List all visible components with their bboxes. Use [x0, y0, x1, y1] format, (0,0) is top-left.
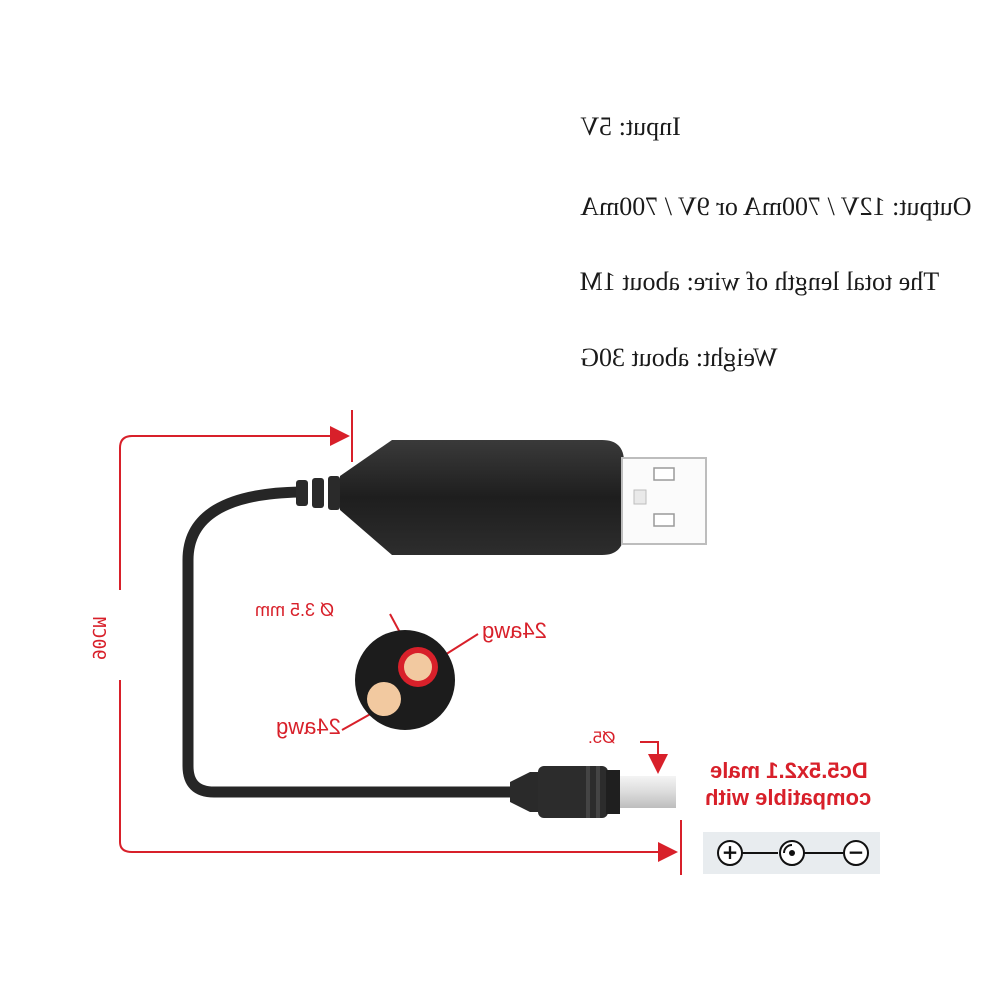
polarity-diagram: [703, 832, 880, 874]
cable-cross-section: [355, 630, 455, 730]
usb-connector: [621, 457, 707, 545]
usb-body: [340, 440, 624, 555]
wire-diameter-label: Ø 3.5 mm: [255, 600, 335, 620]
plug-description-line1: Dc5.5x2.1 male: [710, 758, 868, 783]
gauge-black-label: 24awg: [276, 714, 341, 739]
dc-plug: [510, 766, 676, 818]
tip-diameter-label: Ø5.: [588, 728, 616, 747]
cable: [182, 486, 521, 798]
polarity-plus: +: [721, 840, 739, 864]
plug-description-line2: compatible with: [705, 785, 872, 810]
strain-relief: [296, 476, 340, 510]
polarity-minus: −: [847, 840, 865, 864]
length-label: 90CM: [88, 616, 110, 661]
dimension-lines: [119, 410, 682, 875]
gauge-red-label: 24awg: [482, 618, 547, 643]
